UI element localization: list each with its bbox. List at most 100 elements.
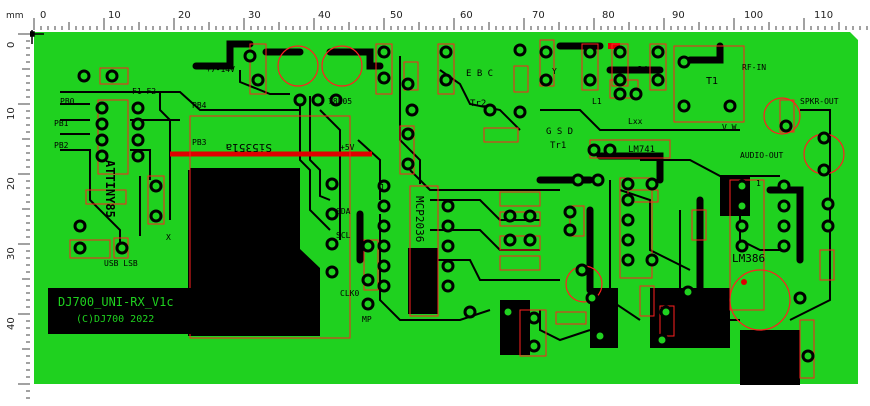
- pcb-pad: [793, 291, 807, 305]
- pcb-pad: [563, 205, 577, 219]
- pcb-pad: [325, 177, 339, 191]
- pcb-pad: [401, 77, 415, 91]
- ruler-top-label: 70: [532, 10, 545, 21]
- pcb-labels: ATTINY85 Si5351a MCP2036 LM741 LM386 78L…: [54, 63, 839, 324]
- spkr-label: SPKR-OUT: [800, 97, 839, 106]
- pb1-label: PB1: [54, 119, 69, 128]
- pcb-pad: [629, 87, 643, 101]
- left-ruler: 0 10 20 30 40: [0, 30, 31, 402]
- ruler-top-label: 80: [602, 10, 615, 21]
- ruler-top-label: 0: [40, 10, 47, 21]
- pcb-pad: [539, 73, 553, 87]
- pcb-pad: [621, 253, 635, 267]
- pcb-pad: [325, 237, 339, 251]
- pcb-pad: [583, 73, 597, 87]
- pcb-pad: [131, 117, 145, 131]
- pcb-pad: [131, 133, 145, 147]
- pcb-pad: [73, 241, 87, 255]
- pcb-pad: [523, 233, 537, 247]
- pcb-pad: [621, 233, 635, 247]
- pcb-pad: [503, 209, 517, 223]
- pcb-pad: [587, 143, 601, 157]
- pcb-pad: [401, 157, 415, 171]
- pcb-pad: [377, 239, 391, 253]
- t1-outline: [673, 45, 745, 123]
- ruler-unit: mm: [6, 11, 24, 21]
- pcb-pad: [821, 197, 835, 211]
- black-traces: [192, 40, 804, 294]
- top-ruler: mm 0 10 20 30 40 50 60 70 80 90 100 110: [0, 0, 870, 31]
- v5-label: +5V: [340, 143, 355, 152]
- pcb-pad: [645, 253, 659, 267]
- pcb-pad: [377, 259, 391, 273]
- pcb-pad: [603, 143, 617, 157]
- pcb-pad: [361, 239, 375, 253]
- si5351-label: Si5351a: [226, 141, 272, 154]
- pcb-pad: [311, 93, 325, 107]
- pcb-pad: [801, 349, 815, 363]
- ic-outline: [619, 177, 653, 279]
- attiny-label: ATTINY85: [103, 160, 117, 218]
- reg-label: 78L05: [328, 97, 352, 106]
- pb0-label: PB0: [60, 97, 75, 106]
- ruler-top-label: 50: [390, 10, 403, 21]
- pin1-label: 1: [380, 183, 385, 192]
- title-block: [48, 288, 198, 334]
- pcb-pad: [441, 239, 455, 253]
- pcb-pad: [777, 179, 791, 193]
- pcb-pad: [735, 239, 749, 253]
- pcb-pad: [377, 219, 391, 233]
- pcb-pad: [405, 103, 419, 117]
- pcb-pad: [735, 219, 749, 233]
- pcb-pad: [621, 177, 635, 191]
- pcb-pad: [105, 69, 119, 83]
- pcb-pad: [131, 101, 145, 115]
- audio-label: AUDIO-OUT: [740, 151, 784, 160]
- pcb-pad: [361, 297, 375, 311]
- vw-label: V W: [722, 123, 737, 132]
- ruler-top-label: 40: [318, 10, 331, 21]
- pcb-pad: [651, 73, 665, 87]
- lxx-label: Lxx: [628, 117, 643, 126]
- pcb-pad: [777, 219, 791, 233]
- clk0-label: CLK0: [340, 289, 359, 298]
- pcb-pad: [585, 291, 599, 305]
- pb3-label: PB3: [192, 138, 207, 147]
- pcb-pad: [613, 45, 627, 59]
- pcb-pad: [439, 73, 453, 87]
- pcb-pad: [645, 177, 659, 191]
- pcb-pad: [441, 219, 455, 233]
- si5351-module-outline: [189, 115, 351, 339]
- pcb-pad: [377, 279, 391, 293]
- pcb-pad: [527, 339, 541, 353]
- pcb-pad: [817, 163, 831, 177]
- pcb-pad: [571, 173, 585, 187]
- board-copyright: (C)DJ700 2022: [76, 314, 154, 325]
- ruler-top-label: 60: [460, 10, 473, 21]
- pcb-layout[interactable]: ATTINY85 Si5351a MCP2036 LM741 LM386 78L…: [26, 28, 870, 402]
- x-label: X: [166, 233, 171, 242]
- pb2-label: PB2: [54, 141, 69, 150]
- mcp-outline: [409, 185, 439, 317]
- pcb-pad: [659, 305, 673, 319]
- pcb-pad: [735, 179, 749, 193]
- pcb-pad: [95, 133, 109, 147]
- pcb-pad: [501, 305, 515, 319]
- y-label: Y: [552, 67, 557, 76]
- pcb-pad: [513, 43, 527, 57]
- lm386-label: LM386: [732, 252, 765, 265]
- pcb-canvas[interactable]: ATTINY85 Si5351a MCP2036 LM741 LM386 78L…: [26, 28, 870, 402]
- v714-label: +7-14V: [206, 65, 235, 74]
- pcb-pad: [95, 117, 109, 131]
- pcb-pad: [77, 69, 91, 83]
- t1-label: T1: [706, 76, 718, 87]
- pin1-label-b: 1: [756, 179, 761, 188]
- f1f2-label: F1 F2: [132, 87, 156, 96]
- pcb-pad: [377, 45, 391, 59]
- pcb-pad: [95, 101, 109, 115]
- scl-label: SCL: [336, 231, 351, 240]
- tr2-label: Tr2: [470, 99, 486, 109]
- ruler-top-label: 100: [744, 10, 764, 21]
- ruler-top-label: 110: [814, 10, 834, 21]
- mcp-label: MCP2036: [413, 196, 426, 242]
